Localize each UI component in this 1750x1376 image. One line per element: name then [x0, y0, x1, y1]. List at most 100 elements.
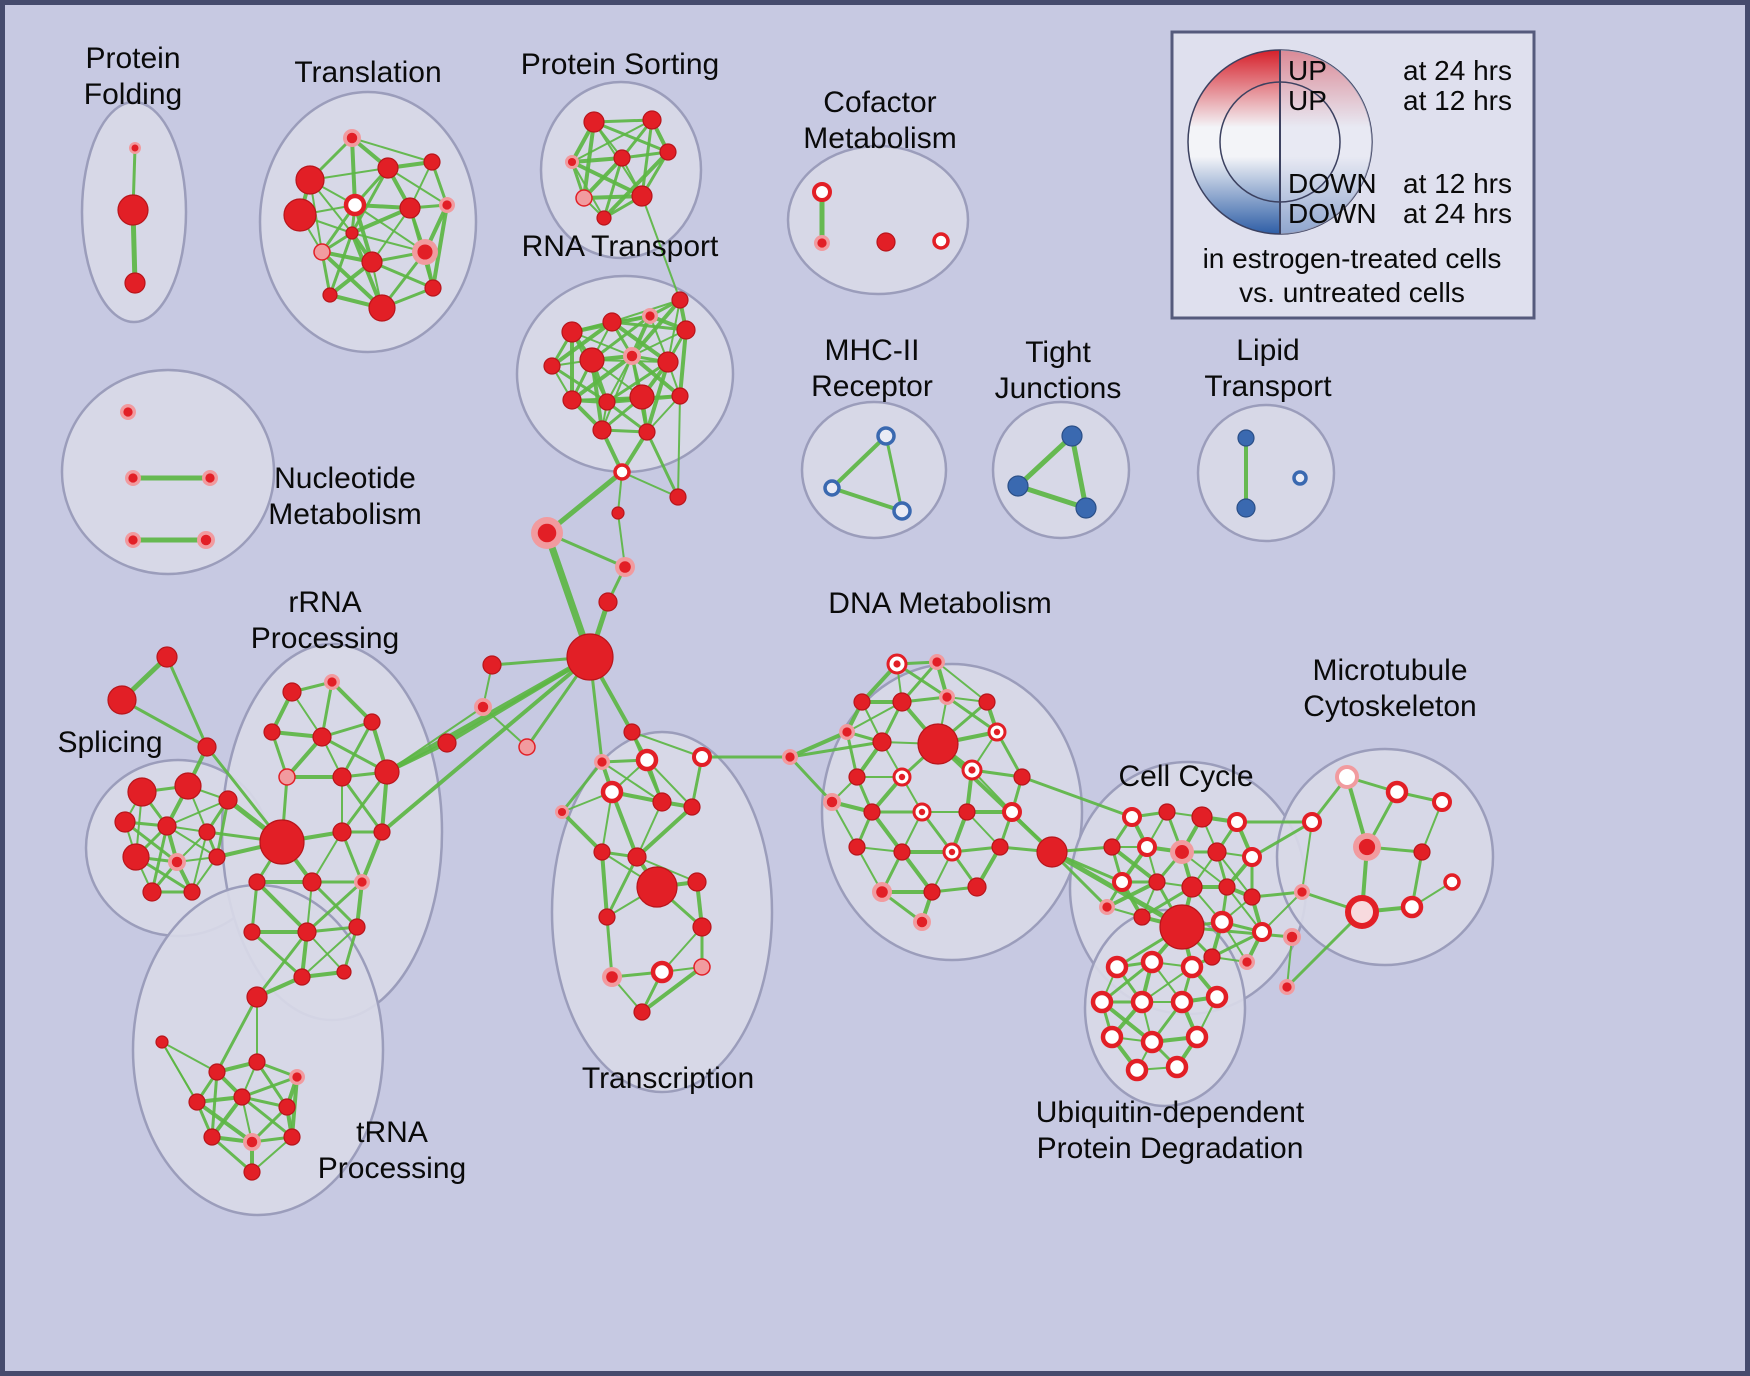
node-tc2 [600, 780, 624, 804]
edge [678, 328, 688, 398]
node-mc4 [1353, 833, 1381, 861]
node-tr2 [208, 1063, 226, 1081]
legend-faded-half [1280, 50, 1372, 234]
node-ps3 [613, 149, 631, 167]
node-pf0 [129, 142, 141, 154]
edge [601, 761, 663, 803]
node-rr16 [348, 918, 366, 936]
edge [621, 471, 679, 498]
node-dm14 [823, 793, 841, 811]
edge [350, 166, 390, 235]
edge [602, 150, 670, 220]
node-sp8 [208, 848, 226, 866]
cluster-ellipse-tc [550, 730, 774, 1094]
cluster-label-sp: Splicing [57, 726, 162, 759]
edge [830, 434, 888, 490]
node-cc18 [1252, 922, 1272, 942]
node-tr6 [233, 1088, 251, 1106]
node-tl2 [377, 157, 399, 179]
legend-row-label-3: DOWN [1288, 198, 1377, 229]
node-dm20 [893, 843, 911, 861]
edge [240, 1095, 294, 1139]
node-tr1 [155, 1035, 169, 1049]
cluster-ellipse-mc [1275, 747, 1495, 967]
node-cc2 [1191, 806, 1213, 828]
node-tl0 [343, 129, 361, 147]
node-cc4 [1103, 838, 1121, 856]
node-rt0 [561, 321, 583, 343]
node-dm16 [912, 802, 932, 822]
cluster-label-tl: Translation [294, 56, 441, 89]
node-pf1 [117, 194, 149, 226]
node-ps0 [583, 111, 605, 133]
cluster-label-cm: Metabolism [803, 122, 956, 155]
edge [431, 203, 449, 290]
cluster-ellipse-tl [258, 90, 478, 354]
node-sp9 [142, 882, 162, 902]
edge [602, 156, 624, 220]
node-c7 [482, 655, 502, 675]
cluster-label-tj: Junctions [995, 372, 1122, 405]
edge [605, 915, 614, 979]
legend-row-time-3: at 24 hrs [1403, 198, 1512, 229]
cluster-label-rr: Processing [251, 622, 399, 655]
node-tc15 [633, 1003, 651, 1021]
node-c1 [613, 463, 631, 481]
edge [371, 207, 411, 263]
node-cc9 [1112, 872, 1132, 892]
node-cc17 [1243, 888, 1261, 906]
node-c10 [437, 733, 457, 753]
edge [640, 965, 704, 1014]
edge [788, 730, 849, 759]
node-dm12 [961, 759, 983, 781]
edge [635, 805, 694, 859]
node-mc8 [1443, 873, 1461, 891]
node-mc7 [1400, 895, 1424, 919]
edge [120, 698, 209, 749]
edge [340, 720, 374, 779]
node-mhc2 [892, 501, 912, 521]
node-mc2 [1432, 792, 1452, 812]
edge [255, 880, 309, 934]
node-f1 [156, 646, 178, 668]
edge [571, 119, 653, 163]
node-rr17 [293, 968, 311, 986]
edge [161, 1041, 198, 1103]
node-c5 [615, 557, 635, 577]
node-rt10 [629, 384, 655, 410]
node-sp1 [174, 772, 202, 800]
node-tc0 [594, 754, 610, 770]
node-rt6 [623, 347, 641, 365]
legend-row-label-0: UP [1288, 55, 1327, 86]
cluster-label-nm: Nucleotide [274, 462, 416, 495]
edge [645, 430, 680, 499]
node-rr1 [324, 674, 340, 690]
edge [166, 825, 218, 858]
node-dm23 [872, 882, 892, 902]
node-tl1 [295, 165, 325, 195]
node-tl13 [424, 279, 442, 297]
node-tc1 [635, 748, 659, 772]
edge [1250, 820, 1314, 859]
node-nm1 [125, 470, 141, 486]
node-c3 [531, 517, 563, 549]
edge [544, 469, 625, 536]
cluster-label-lt: Transport [1204, 370, 1332, 403]
node-ps5 [575, 189, 593, 207]
node-lt1 [1236, 498, 1256, 518]
node-cc1 [1158, 803, 1176, 821]
node-cc10 [1148, 873, 1166, 891]
node-dm27 [1036, 836, 1068, 868]
edge [1015, 433, 1075, 489]
cluster-ellipse-lt [1196, 403, 1336, 543]
node-rr13 [354, 874, 370, 890]
node-rt3 [676, 320, 696, 340]
node-dm10 [848, 768, 866, 786]
node-tj1 [1007, 475, 1029, 497]
node-mc9 [1294, 884, 1310, 900]
node-ub0 [1105, 955, 1129, 979]
edge [610, 790, 639, 859]
node-nm4 [197, 531, 215, 549]
cluster-label-ub: Protein Degradation [1037, 1132, 1304, 1165]
